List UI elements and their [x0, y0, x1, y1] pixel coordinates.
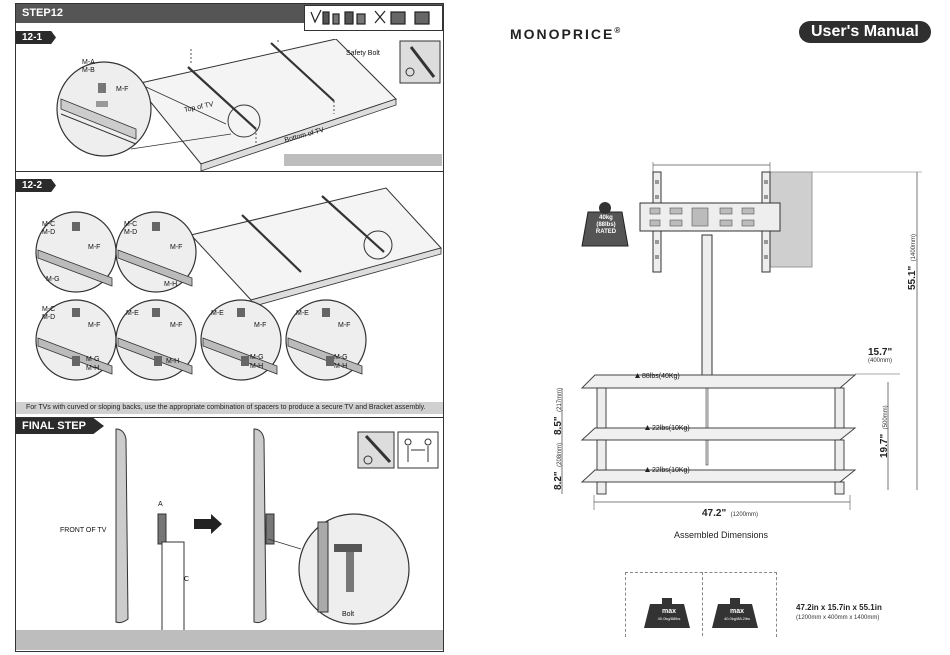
brand-logo: MONOPRICE®	[510, 26, 622, 42]
height-mm: (1400mm)	[911, 233, 917, 262]
gap1-dimension: 8.5" (217mm)	[548, 388, 566, 435]
summary-mm: (1200mm x 400mm x 1400mm)	[796, 615, 880, 621]
tool-icons	[310, 9, 430, 25]
label-m-e-4: M-E	[126, 310, 139, 317]
gap1-in: 8.5"	[553, 416, 564, 435]
weight-badge: 40kg (88lbs) RATED	[584, 215, 628, 236]
label-m-c-1: M-C	[42, 221, 56, 228]
step-title: STEP12	[22, 7, 63, 19]
label-m-d-3: M-D	[42, 314, 56, 321]
height-in: 55.1"	[907, 265, 918, 290]
cross-icon	[374, 10, 386, 24]
label-m-e-6: M-E	[296, 310, 309, 317]
label-m-g-5: M-G	[250, 354, 264, 361]
label-c: C	[184, 576, 190, 583]
label-m-f-4: M-F	[170, 322, 183, 329]
brand-registered-mark: ®	[614, 26, 623, 35]
label-m-d-2: M-D	[124, 229, 138, 236]
divider-1	[16, 171, 443, 172]
max-sub-2: 40.0kg/88.2lbs	[723, 616, 751, 621]
depth-dimension: 15.7" (400mm)	[868, 348, 892, 366]
weight-badge-line2: (88lbs)	[596, 222, 616, 228]
illustration-final	[115, 428, 439, 634]
shelf-label-1: 88lbs(40Kg)	[642, 373, 680, 380]
label-m-h-6: M-H	[334, 363, 348, 370]
gap1-mm: (217mm)	[557, 387, 563, 412]
brand-name: MONOPRICE	[510, 26, 615, 42]
weight-badge-line3: RATED	[595, 229, 617, 235]
label-m-h-5: M-H	[250, 363, 264, 370]
section-12-2-tag: 12-2	[16, 179, 56, 192]
label-m-g-3: M-G	[86, 356, 100, 363]
tv-stand-illustration	[561, 162, 922, 510]
final-step-line	[16, 417, 443, 418]
check-icon	[310, 9, 322, 24]
max-sub-1: 40.0kg/88lbs	[657, 616, 681, 621]
summary-in: 47.2in x 15.7in x 55.1in	[796, 603, 882, 612]
label-front-of-tv: FRONT OF TV	[60, 527, 107, 534]
max-label-1: max 40.0kg/88lbs	[644, 608, 694, 622]
weight-badge-line1: 40kg	[599, 215, 613, 221]
depth-in: 15.7"	[868, 347, 893, 358]
right-page: MONOPRICE® User's Manual	[470, 0, 945, 655]
label-m-f: M-F	[116, 86, 129, 93]
label-bolt: Bolt	[342, 611, 355, 618]
gap2-dimension: 8.2" (208mm)	[548, 443, 566, 490]
bottom-info-box	[625, 572, 777, 637]
label-m-f-2: M-F	[170, 244, 183, 251]
phillips-icon	[405, 67, 415, 77]
tools-box	[304, 5, 443, 31]
label-m-f-5: M-F	[254, 322, 267, 329]
label-m-h-1: M-H	[164, 281, 178, 288]
label-safety-bolt: Safety Bolt	[346, 50, 380, 57]
gap2-mm: (208mm)	[557, 442, 563, 467]
label-m-d-1: M-D	[42, 229, 56, 236]
note-text: For TVs with curved or sloping backs, us…	[26, 404, 426, 411]
label-m-f-3: M-F	[88, 322, 101, 329]
label-m-e-5: M-E	[211, 310, 224, 317]
label-m-f-6: M-F	[338, 322, 351, 329]
manual-title: User's Manual	[799, 21, 931, 43]
illustration-12-2	[35, 187, 442, 381]
gap2-in: 8.2"	[553, 471, 564, 490]
max-label-2: max 40.0kg/88.2lbs	[712, 608, 762, 622]
label-m-f-1: M-F	[88, 244, 101, 251]
max-weight-icons	[644, 598, 758, 628]
label-m-g-6: M-G	[334, 354, 348, 361]
max-word-1: max	[661, 608, 676, 615]
label-m-b: M-B	[82, 67, 95, 74]
assembled-caption: Assembled Dimensions	[674, 530, 769, 540]
shelf-label-2: 22lbs(10Kg)	[652, 425, 690, 432]
label-a: A	[158, 501, 163, 508]
final-step-tag: FINAL STEP	[16, 418, 104, 434]
shelf-height-dimension: 19.7" (500mm)	[874, 405, 892, 458]
label-m-c-3: M-C	[42, 306, 56, 313]
label-m-c-2: M-C	[124, 221, 138, 228]
depth-mm: (400mm)	[868, 358, 893, 364]
left-page: STEP12 12-1	[15, 3, 444, 652]
shelf-height-in: 19.7"	[879, 433, 890, 458]
width-mm: (1200mm)	[730, 512, 759, 518]
bottom-strip	[16, 630, 443, 650]
shelf-label-3: 22lbs(10Kg)	[652, 467, 690, 474]
width-in: 47.2"	[702, 508, 727, 519]
gray-strip-12-1	[284, 154, 442, 166]
label-m-g-1: M-G	[46, 276, 60, 283]
summary-dimensions: 47.2in x 15.7in x 55.1in (1200mm x 400mm…	[796, 603, 882, 623]
height-dimension: 55.1" (1400mm)	[902, 234, 920, 290]
label-m-h-4: M-H	[166, 358, 180, 365]
note-bar: For TVs with curved or sloping backs, us…	[16, 402, 443, 414]
width-dimension: 47.2" (1200mm)	[702, 503, 758, 521]
bottom-info-divider	[702, 572, 703, 636]
illustration-12-1	[56, 39, 441, 172]
label-m-a: M-A	[82, 59, 95, 66]
label-m-h-3: M-H	[86, 365, 100, 372]
section-12-1-tag: 12-1	[16, 31, 56, 44]
shelf-height-mm: (500mm)	[883, 405, 889, 430]
max-word-2: max	[729, 608, 744, 615]
